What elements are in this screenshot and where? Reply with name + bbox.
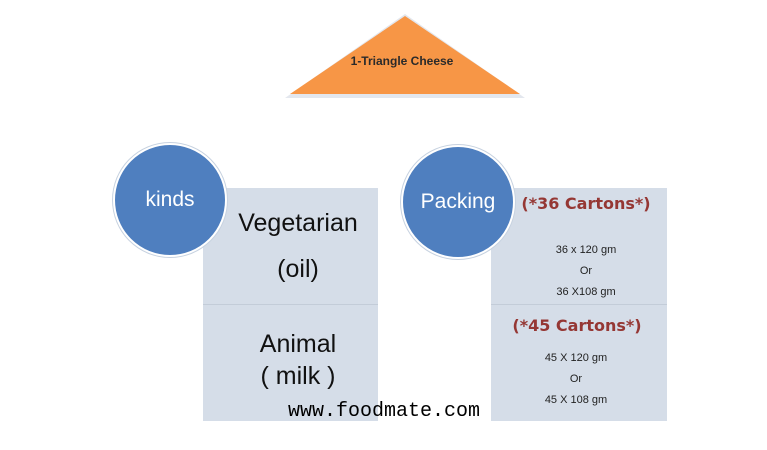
title-triangle [285,14,525,98]
carton-group-36-details: 36 x 120 gm Or 36 X108 gm [503,240,669,303]
carton-group-45-title: (*45 Cartons*) [512,316,642,335]
packing-circle: Packing [401,145,515,259]
carton-group-36-line2: 36 X108 gm [556,286,616,298]
kinds-item-animal: Animal ( milk ) [203,328,393,392]
carton-group-36-title: (*36 Cartons*) [521,194,651,213]
carton-group-45-or: Or [569,373,583,385]
kinds-box: Vegetarian (oil) Animal ( milk ) [203,188,378,421]
carton-group-36-line1: 36 x 120 gm [555,244,617,256]
packing-divider [491,304,667,305]
carton-group-45-line1: 45 X 120 gm [544,352,608,364]
kinds-item-animal-name: Animal [259,330,337,358]
packing-box: (*36 Cartons*) 36 x 120 gm Or 36 X108 gm… [491,188,667,421]
kinds-item-animal-detail: ( milk ) [260,362,336,390]
kinds-label: kinds [145,188,195,211]
carton-group-36-or: Or [579,265,593,277]
packing-label: Packing [420,190,496,213]
kinds-item-vegetarian-name: Vegetarian [238,209,358,237]
website-watermark: www.foodmate.com [287,400,481,423]
kinds-circle: kinds [113,143,227,257]
carton-group-45-details: 45 X 120 gm Or 45 X 108 gm [493,348,659,411]
kinds-divider [203,304,378,305]
kinds-item-vegetarian: Vegetarian (oil) [223,206,373,286]
diagram-title: 1-Triangle Cheese [350,54,454,68]
kinds-item-vegetarian-detail: (oil) [277,255,319,283]
carton-group-45-line2: 45 X 108 gm [544,394,608,406]
